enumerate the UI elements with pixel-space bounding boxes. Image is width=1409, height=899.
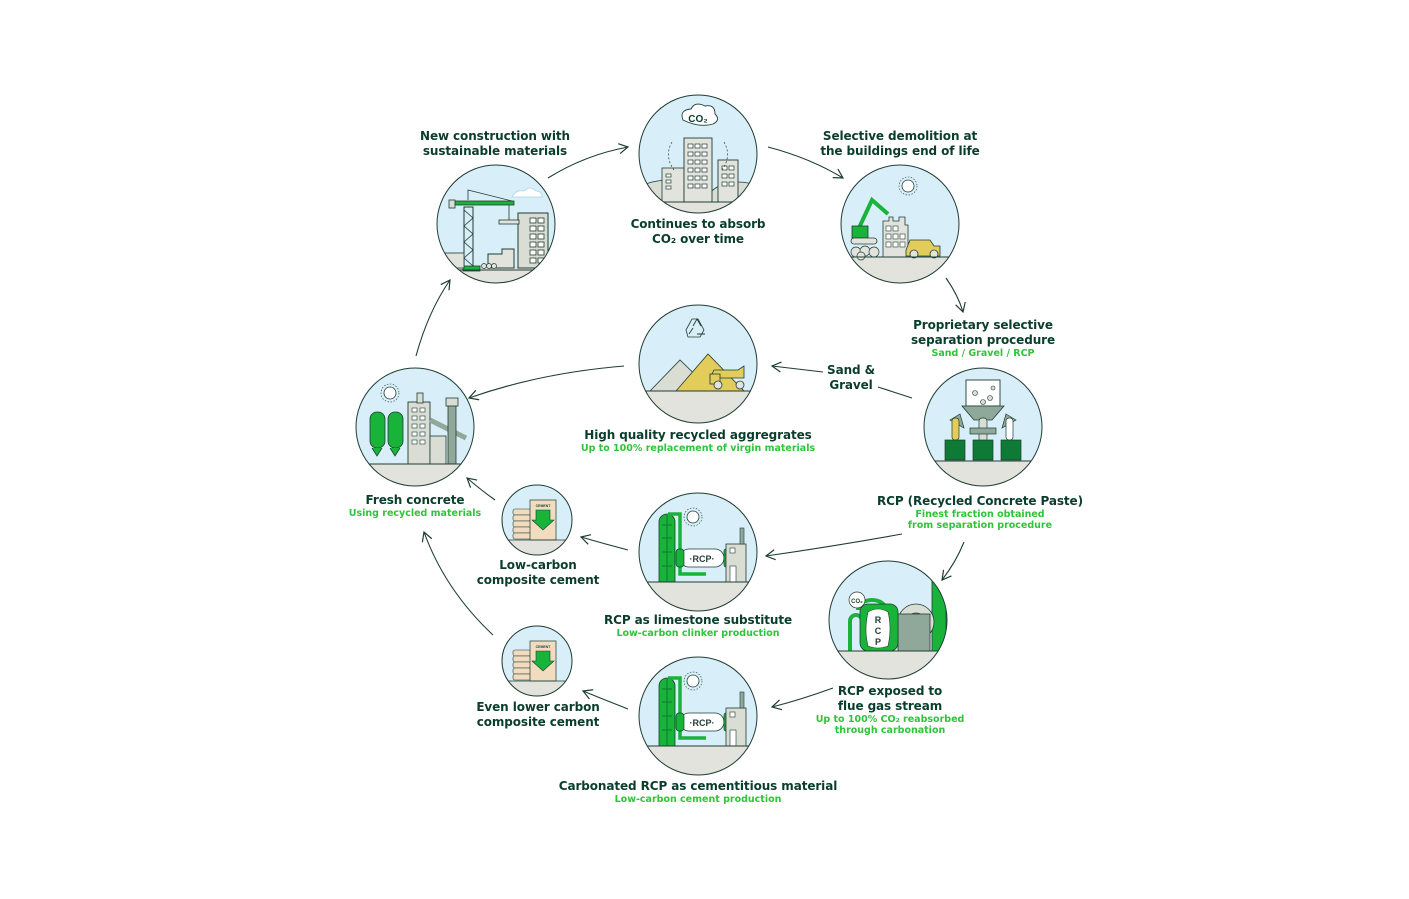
node-subtitle: Sand / Gravel / RCP bbox=[931, 348, 1035, 359]
label-separation-procedure: Proprietary selective separation procedu… bbox=[883, 318, 1083, 359]
co2-bubble-text: CO₂ bbox=[851, 599, 863, 605]
recycle-aggregates-truck-icon bbox=[638, 304, 758, 424]
label-flue-gas: RCP exposed to flue gas stream Up to 100… bbox=[800, 684, 980, 736]
node-title: RCP as limestone substitute bbox=[603, 613, 792, 627]
rcp-letter-r: R bbox=[875, 615, 882, 625]
node-title: Fresh concrete bbox=[365, 493, 465, 507]
arrow-rcp-to-limestone bbox=[764, 533, 903, 561]
arrow-flue-gas-to-carbonated bbox=[770, 687, 834, 711]
node-title: Low-carbon bbox=[499, 558, 577, 572]
label-low-carbon-cement: Low-carbon composite cement bbox=[468, 558, 608, 588]
arrow-sand-gravel-to-aggregates bbox=[770, 361, 824, 373]
label-rcp: RCP (Recycled Concrete Paste) Finest fra… bbox=[860, 494, 1100, 531]
co2-cloud-text: CO₂ bbox=[688, 114, 707, 125]
kiln-rcp-icon-carbonated: ·RCP· bbox=[638, 656, 758, 776]
edge-label-line: Sand & bbox=[827, 363, 875, 377]
arrow-rcp-to-flue-gas bbox=[941, 541, 965, 581]
node-title: separation procedure bbox=[911, 333, 1055, 347]
node-title: composite cement bbox=[476, 715, 600, 729]
node-subtitle: from separation procedure bbox=[907, 520, 1053, 531]
node-title: Continues to absorb bbox=[630, 217, 766, 231]
arrow-construction-to-absorb bbox=[547, 143, 630, 179]
cement-bag-label: CEMENT bbox=[536, 504, 552, 508]
concrete-plant-icon bbox=[355, 367, 475, 487]
node-title: Selective demolition at bbox=[822, 129, 978, 143]
label-selective-demolition: Selective demolition at the buildings en… bbox=[800, 129, 1000, 159]
rcp-kiln-text-limestone: ·RCP· bbox=[690, 554, 715, 564]
node-subtitle: Low-carbon cement production bbox=[614, 794, 782, 805]
carbonation-reactor-icon: CO₂ R C P bbox=[828, 560, 948, 680]
edge-label-sand-gravel: Sand & Gravel bbox=[816, 363, 886, 393]
node-title: Carbonated RCP as cementitious material bbox=[558, 779, 838, 793]
arrow-absorb-to-demolition bbox=[767, 146, 845, 179]
rcp-kiln-text-carbonated: ·RCP· bbox=[690, 718, 715, 728]
node-subtitle: through carbonation bbox=[834, 725, 946, 736]
edge-label-line: Gravel bbox=[829, 378, 873, 392]
node-title: High quality recycled aggregrates bbox=[584, 428, 812, 442]
excavator-demolition-icon bbox=[840, 164, 960, 284]
separation-machine-icon bbox=[923, 367, 1043, 487]
arrow-low-carbon-cement-to-fresh-concrete bbox=[466, 477, 496, 501]
node-title: Proprietary selective bbox=[913, 318, 1053, 332]
node-subtitle: Finest fraction obtained bbox=[915, 509, 1045, 520]
node-title: CO₂ over time bbox=[652, 232, 744, 246]
node-title: Even lower carbon bbox=[476, 700, 600, 714]
label-fresh-concrete: Fresh concrete Using recycled materials bbox=[335, 493, 495, 519]
cement-bags-icon-even-lower: CEMENT bbox=[501, 625, 573, 697]
kiln-rcp-icon-limestone: ·RCP· bbox=[638, 492, 758, 612]
arrow-demolition-to-separation bbox=[945, 277, 966, 314]
rcp-letter-p: P bbox=[875, 637, 881, 647]
node-subtitle: Up to 100% CO₂ reabsorbed bbox=[815, 714, 965, 725]
node-subtitle: Up to 100% replacement of virgin materia… bbox=[580, 443, 816, 454]
node-title: flue gas stream bbox=[837, 699, 943, 713]
cement-bag-label-2: CEMENT bbox=[536, 645, 552, 649]
arrow-even-lower-to-fresh-concrete bbox=[421, 530, 494, 636]
buildings-co2-icon: CO₂ bbox=[638, 94, 758, 214]
construction-crane-icon bbox=[436, 164, 556, 284]
node-title: RCP (Recycled Concrete Paste) bbox=[877, 494, 1083, 508]
arrow-carbonated-to-even-lower bbox=[581, 689, 629, 710]
arrows bbox=[415, 143, 966, 711]
label-rcp-limestone: RCP as limestone substitute Low-carbon c… bbox=[578, 613, 818, 639]
arrow-fresh-concrete-to-construction bbox=[415, 278, 451, 357]
arrow-rcp-to-sand-gravel-label bbox=[877, 386, 913, 399]
node-title: New construction with bbox=[420, 129, 570, 143]
node-subtitle: Using recycled materials bbox=[348, 508, 482, 519]
rcp-letter-c: C bbox=[875, 626, 882, 636]
node-title: composite cement bbox=[476, 573, 600, 587]
arrow-aggregates-to-fresh-concrete bbox=[467, 365, 625, 401]
node-title: RCP exposed to bbox=[837, 684, 943, 698]
node-title: sustainable materials bbox=[422, 144, 568, 158]
arrow-limestone-to-low-carbon-cement bbox=[579, 534, 629, 551]
node-subtitle: Low-carbon clinker production bbox=[616, 628, 780, 639]
label-carbonated-rcp: Carbonated RCP as cementitious material … bbox=[548, 779, 848, 805]
label-even-lower-cement: Even lower carbon composite cement bbox=[463, 700, 613, 730]
node-title: the buildings end of life bbox=[820, 144, 980, 158]
label-recycled-aggregates: High quality recycled aggregrates Up to … bbox=[568, 428, 828, 454]
cement-bags-icon-low-carbon: CEMENT bbox=[501, 484, 573, 556]
label-absorb-co2: Continues to absorb CO₂ over time bbox=[598, 217, 798, 247]
label-new-construction: New construction with sustainable materi… bbox=[395, 129, 595, 159]
